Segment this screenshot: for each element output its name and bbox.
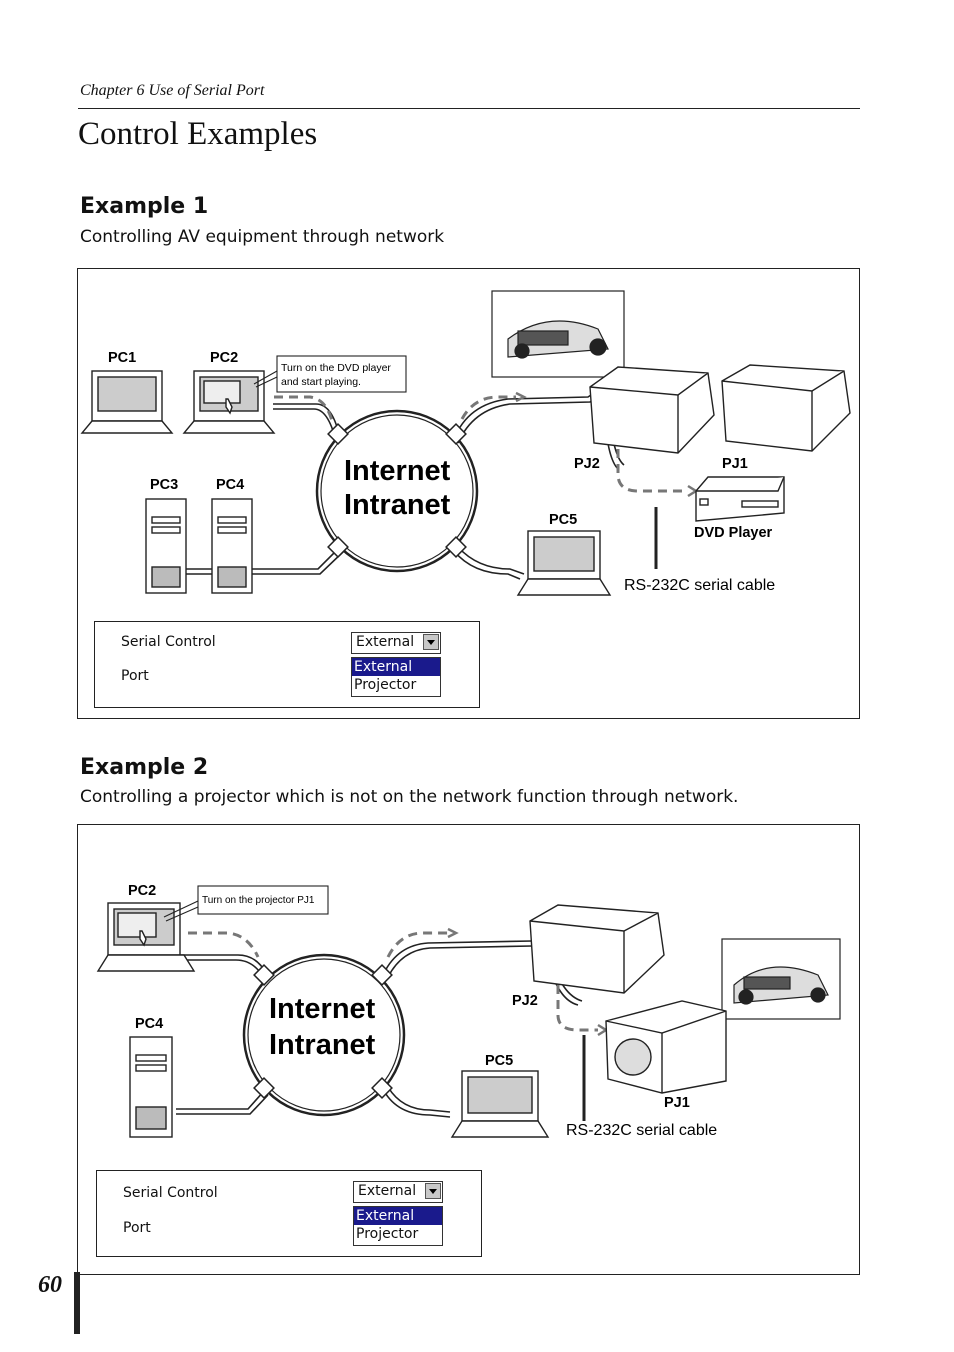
example2-diagram: PC2 PC4 PC5 PJ2 PJ1 RS-232C serial cable… xyxy=(77,824,860,1275)
label-pc4: PC4 xyxy=(135,1016,163,1032)
serial-settings-panel-1: Serial Control Port External External Pr… xyxy=(94,621,480,708)
example2-description: Controlling a projector which is not on … xyxy=(80,787,739,807)
serial-control-dropdown[interactable]: External xyxy=(353,1181,443,1203)
pc5-laptop xyxy=(450,1070,550,1138)
header-rule xyxy=(78,108,860,109)
pc2-laptop xyxy=(182,370,276,434)
label-intranet: Intranet xyxy=(269,1029,376,1061)
callout-line1: Turn on the DVD player xyxy=(281,362,391,374)
label-intranet: Intranet xyxy=(344,489,451,521)
pj2-projector xyxy=(589,366,715,454)
dropdown-value: External xyxy=(358,1183,417,1199)
option-projector[interactable]: Projector xyxy=(356,1226,419,1242)
dropdown-value: External xyxy=(356,634,415,650)
pc5-laptop xyxy=(516,530,612,596)
pc4-tower xyxy=(211,498,253,594)
callout-line2: and start playing. xyxy=(281,376,361,388)
label-internet: Internet xyxy=(269,993,376,1025)
label-cable: RS-232C serial cable xyxy=(624,577,775,594)
option-external[interactable]: External xyxy=(352,658,440,676)
label-pc1: PC1 xyxy=(108,350,136,366)
label-pc3: PC3 xyxy=(150,477,178,493)
example1-description: Controlling AV equipment through network xyxy=(80,227,445,247)
pc2-laptop xyxy=(96,902,196,972)
label-pc5: PC5 xyxy=(549,512,577,528)
label-pc5: PC5 xyxy=(485,1053,513,1069)
label-pc4: PC4 xyxy=(216,477,244,493)
example2-heading: Example 2 xyxy=(80,755,209,780)
label-pj1: PJ1 xyxy=(722,456,748,472)
pc3-tower xyxy=(145,498,187,594)
label-internet: Internet xyxy=(344,455,451,487)
serial-control-options: External Projector xyxy=(353,1206,443,1246)
example1-diagram: PC1 PC2 PC3 PC4 PC5 PJ2 PJ1 DVD Player R… xyxy=(77,268,860,719)
pj1-projector xyxy=(605,1000,727,1094)
projection-screen xyxy=(491,290,625,378)
port-label: Port xyxy=(123,1220,151,1236)
chapter-header: Chapter 6 Use of Serial Port xyxy=(80,82,265,99)
label-pj1: PJ1 xyxy=(664,1095,690,1111)
chevron-down-icon[interactable] xyxy=(425,1183,441,1199)
option-external[interactable]: External xyxy=(354,1207,442,1225)
dvd-player xyxy=(695,476,785,522)
pj1-projector xyxy=(721,364,851,452)
serial-control-options: External Projector xyxy=(351,657,441,697)
page-title: Control Examples xyxy=(78,116,318,152)
label-pc2: PC2 xyxy=(128,883,156,899)
option-projector[interactable]: Projector xyxy=(354,677,417,693)
serial-control-dropdown[interactable]: External xyxy=(351,632,441,654)
serial-control-label: Serial Control xyxy=(123,1185,218,1201)
label-pj2: PJ2 xyxy=(574,456,600,472)
label-cable: RS-232C serial cable xyxy=(566,1122,717,1139)
callout-text: Turn on the projector PJ1 xyxy=(202,895,315,906)
page-number: 60 xyxy=(38,1272,62,1298)
pj2-projector xyxy=(529,904,665,994)
example1-heading: Example 1 xyxy=(80,194,209,219)
label-pc2: PC2 xyxy=(210,350,238,366)
pc4-tower xyxy=(129,1036,173,1138)
page-number-bar xyxy=(74,1272,80,1334)
pc1-laptop xyxy=(80,370,174,434)
serial-control-label: Serial Control xyxy=(121,634,216,650)
chevron-down-icon[interactable] xyxy=(423,634,439,650)
port-label: Port xyxy=(121,668,149,684)
label-dvd-player: DVD Player xyxy=(694,525,773,541)
label-pj2: PJ2 xyxy=(512,993,538,1009)
serial-settings-panel-2: Serial Control Port External External Pr… xyxy=(96,1170,482,1257)
projection-screen xyxy=(721,938,841,1020)
